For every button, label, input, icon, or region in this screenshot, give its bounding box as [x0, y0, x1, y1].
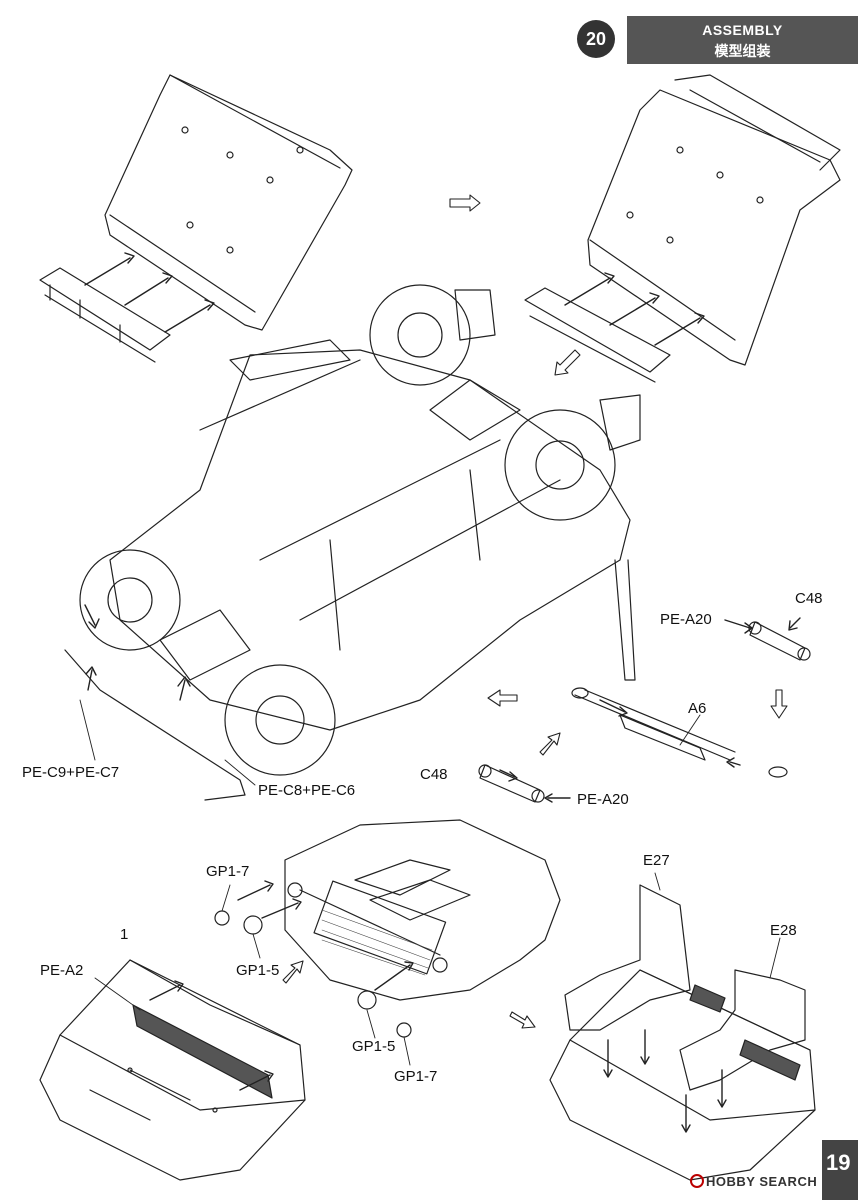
arrows-floor-2 [603, 1029, 727, 1133]
label-part-1: 1 [120, 926, 129, 943]
assembly-header: ASSEMBLY 模型组装 [627, 16, 858, 64]
flow-arrows [282, 194, 788, 1029]
watermark-text: HOBBY SEARCH [706, 1174, 818, 1189]
arrows-shock [499, 617, 801, 803]
label-gp1-7-bottom: GP1-7 [394, 1068, 438, 1085]
arrows-top-left [84, 252, 215, 333]
hood-assembly [284, 819, 561, 1001]
bushing-c48-bottom [478, 764, 545, 803]
panel-e28 [679, 969, 806, 1091]
mesh-floor-2 [689, 984, 801, 1081]
label-gp1-7-top: GP1-7 [206, 863, 250, 880]
roof-panel-right [587, 74, 841, 366]
page-number: 19 [826, 1150, 851, 1175]
panel-e27 [564, 884, 691, 1031]
label-pe-c9-c7: PE-C9+PE-C7 [22, 764, 120, 781]
label-gp1-5-bottom: GP1-5 [352, 1038, 396, 1055]
label-e27: E27 [643, 852, 670, 869]
label-pe-a20-top: PE-A20 [660, 611, 712, 628]
floor-pan-2 [549, 969, 816, 1181]
label-gp1-5-top: GP1-5 [236, 962, 280, 979]
label-c48-top: C48 [795, 590, 823, 607]
assembly-title-en: ASSEMBLY [702, 22, 783, 38]
label-e28: E28 [770, 922, 797, 939]
label-pe-a2: PE-A2 [40, 962, 84, 979]
arrows-chassis [84, 604, 191, 701]
page-number-box [822, 1140, 858, 1200]
rear-bumper-right [524, 287, 671, 383]
vehicle-chassis [64, 284, 641, 801]
floor-pan-1 [39, 959, 306, 1181]
arrows-hood [237, 880, 414, 991]
rear-bumper-left [39, 267, 171, 363]
step-number-badge: 20 [577, 20, 615, 58]
mesh-pe-a2 [132, 1004, 273, 1099]
label-a6: A6 [688, 700, 707, 717]
assembly-title-cn: 模型组装 [714, 43, 771, 59]
label-c48-bottom: C48 [420, 766, 448, 783]
bushing-c48-top [748, 621, 811, 661]
shock-absorber-a6 [571, 687, 788, 778]
label-leaders [79, 699, 781, 1066]
label-pe-a20-bottom: PE-A20 [577, 791, 629, 808]
roof-panel-left [104, 74, 353, 331]
label-pe-c8-c6: PE-C8+PE-C6 [258, 782, 356, 799]
watermark-logo-icon [690, 1174, 704, 1188]
arrows-top-right [564, 272, 705, 346]
arrows-floor-1 [149, 980, 274, 1091]
